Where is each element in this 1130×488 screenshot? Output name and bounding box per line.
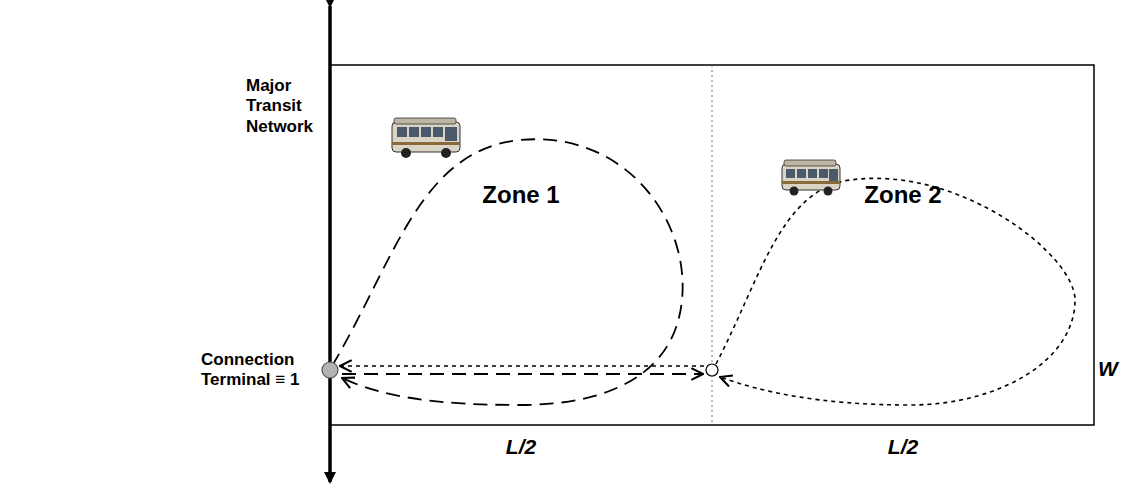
terminal-symbol bbox=[321, 361, 339, 379]
label-box: L/2 bbox=[461, 434, 581, 459]
transfer-stop bbox=[706, 364, 718, 376]
transit-line bbox=[328, 6, 332, 482]
dimension-label: L/2 bbox=[843, 434, 963, 459]
connection-terminal: Connection Terminal ≡ 1 bbox=[321, 361, 339, 379]
dimension-label: W bbox=[1098, 356, 1126, 381]
zone-name: Zone 1 bbox=[331, 181, 711, 210]
label-box: Major Transit Network bbox=[246, 76, 326, 137]
terminal-circle bbox=[322, 362, 338, 378]
zone-name: Zone 2 bbox=[713, 181, 1093, 210]
trunk-link bbox=[340, 365, 704, 367]
trunk-link bbox=[342, 373, 703, 375]
bus-icon bbox=[392, 118, 460, 158]
zone2-route bbox=[716, 178, 1075, 405]
network-label: Major Transit Network bbox=[246, 76, 326, 137]
zone-region: Zone 1 bbox=[331, 66, 711, 424]
study-area bbox=[330, 65, 1094, 425]
bus-icon bbox=[782, 160, 840, 196]
terminal-label: Connection Terminal ≡ 1 bbox=[201, 350, 317, 391]
zone1-route bbox=[332, 139, 683, 405]
terminal-label-box: Connection Terminal ≡ 1 bbox=[201, 350, 317, 391]
zone-label-box: Zone 2 bbox=[713, 181, 1093, 210]
zone-label-box: Zone 1 bbox=[331, 181, 711, 210]
label-box: L/2 bbox=[843, 434, 963, 459]
dimension-label: L/2 bbox=[461, 434, 581, 459]
zone-region: Zone 2 bbox=[713, 66, 1093, 424]
label-box: W bbox=[1098, 356, 1126, 381]
